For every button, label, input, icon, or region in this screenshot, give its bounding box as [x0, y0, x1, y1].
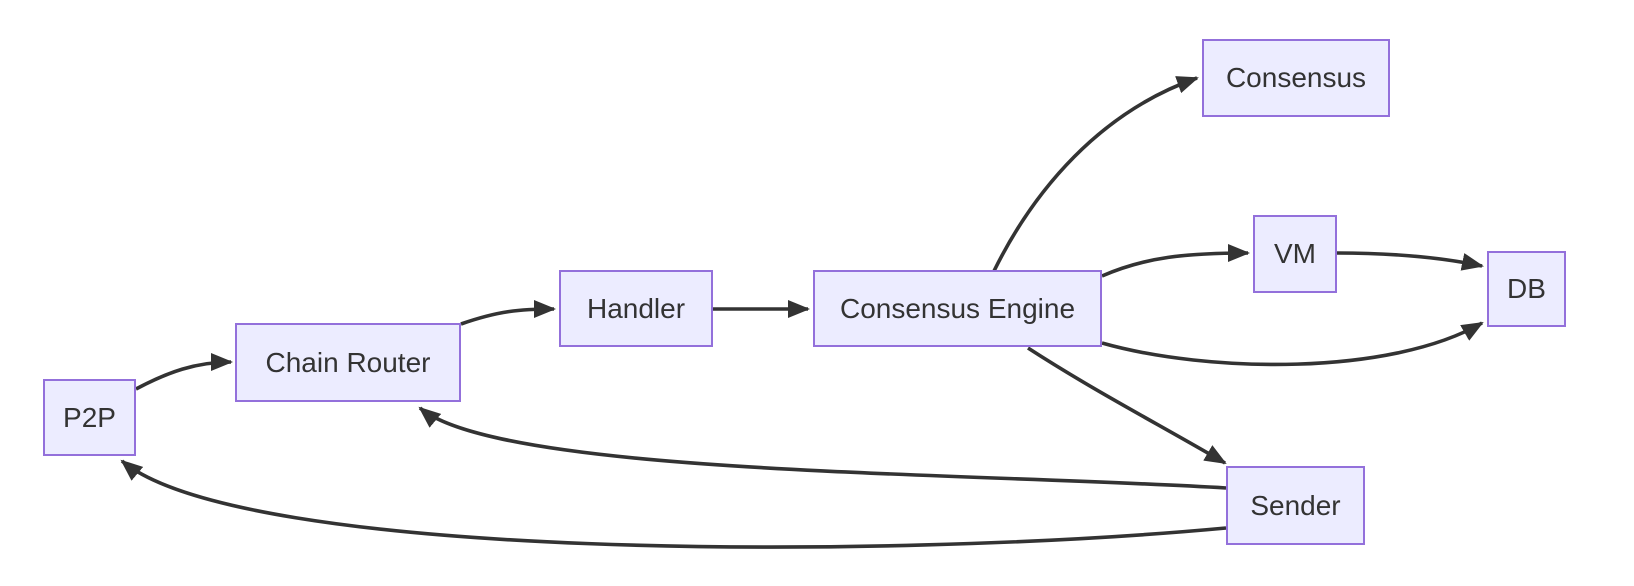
node-sender: Sender — [1226, 466, 1365, 545]
edge-p2p-to-chain-router — [135, 353, 233, 391]
edge-vm-to-db — [1336, 251, 1484, 271]
node-sender-label: Sender — [1250, 489, 1341, 521]
node-handler-label: Handler — [586, 292, 686, 324]
node-consensus-engine: Consensus Engine — [813, 270, 1102, 347]
edge-chain-router-to-handler — [460, 300, 556, 326]
node-p2p: P2P — [43, 379, 136, 456]
node-handler: Handler — [559, 270, 713, 347]
edge-consensus-engine-to-sender — [1027, 346, 1227, 465]
node-vm-label: VM — [1274, 238, 1316, 269]
node-db: DB — [1487, 251, 1566, 327]
node-p2p-label: P2P — [63, 401, 116, 433]
edge-sender-to-chain-router — [418, 406, 1227, 490]
edge-consensus-engine-to-consensus — [992, 76, 1199, 272]
node-chain-router: Chain Router — [235, 323, 461, 402]
node-chain-router-label: Chain Router — [265, 346, 431, 378]
node-consensus: Consensus — [1202, 39, 1390, 117]
node-consensus-engine-label: Consensus Engine — [839, 292, 1076, 324]
edge-consensus-engine-to-db — [1101, 321, 1484, 367]
node-db-label: DB — [1507, 273, 1546, 304]
edge-consensus-engine-to-vm — [1101, 244, 1250, 278]
node-vm: VM — [1253, 215, 1337, 293]
node-consensus-label: Consensus — [1225, 62, 1367, 93]
edge-sender-to-p2p — [120, 459, 1227, 549]
